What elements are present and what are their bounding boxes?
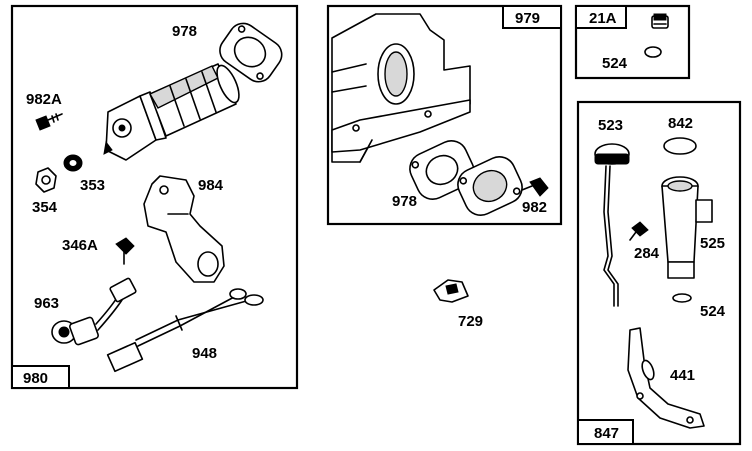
oring-524-bottom: [672, 293, 692, 303]
panel-847-frame: [576, 100, 742, 446]
clip-729: [433, 279, 469, 303]
tag-847: 847: [594, 425, 619, 442]
wire-harness-948: [106, 288, 264, 373]
label-441: 441: [670, 367, 695, 384]
plug-21a: [651, 13, 669, 29]
label-284: 284: [634, 245, 660, 262]
panel-980-frame: [10, 4, 299, 390]
tag-980-box: [11, 365, 70, 389]
label-978-top: 978: [172, 23, 197, 40]
label-982a: 982A: [26, 91, 62, 108]
tag-980: 980: [23, 370, 48, 387]
label-523: 523: [598, 117, 623, 134]
label-948: 948: [192, 345, 217, 362]
dipstick-523: [594, 143, 630, 307]
bracket-984: [143, 175, 225, 283]
nut-354-hole: [41, 175, 51, 185]
label-346a: 346A: [62, 237, 98, 254]
label-525: 525: [700, 235, 725, 252]
label-984: 984: [198, 177, 224, 194]
switch-963: [51, 277, 137, 346]
label-354: 354: [32, 199, 58, 216]
label-524-bottom: 524: [700, 303, 726, 320]
panel-979-frame: [326, 4, 563, 226]
oring-842: [663, 137, 697, 155]
washer-353-hole: [69, 160, 77, 166]
bracket-441: [627, 327, 705, 429]
label-978-middle: 978: [392, 193, 417, 210]
label-524-top: 524: [602, 55, 628, 72]
screw-284: [629, 221, 649, 241]
label-353: 353: [80, 177, 105, 194]
screw-982: [521, 177, 549, 197]
intake-manifold: [331, 13, 471, 163]
tag-979-box: [502, 5, 562, 29]
fill-tube-525: [661, 176, 713, 279]
tag-979: 979: [515, 10, 540, 27]
screw-346a: [115, 237, 135, 265]
label-982: 982: [522, 199, 547, 216]
oring-524-top: [644, 46, 662, 58]
tag-21a: 21A: [589, 10, 617, 27]
tag-847-box: [577, 419, 634, 445]
panel-21a-frame: [574, 4, 691, 80]
tag-21a-box: [575, 5, 627, 29]
screw-982a: [35, 113, 63, 131]
label-729: 729: [458, 313, 483, 330]
label-842: 842: [668, 115, 693, 132]
gasket-978-top: [219, 22, 283, 83]
spacer-plate: [457, 156, 523, 216]
label-963: 963: [34, 295, 59, 312]
pump-assembly: [103, 63, 240, 161]
